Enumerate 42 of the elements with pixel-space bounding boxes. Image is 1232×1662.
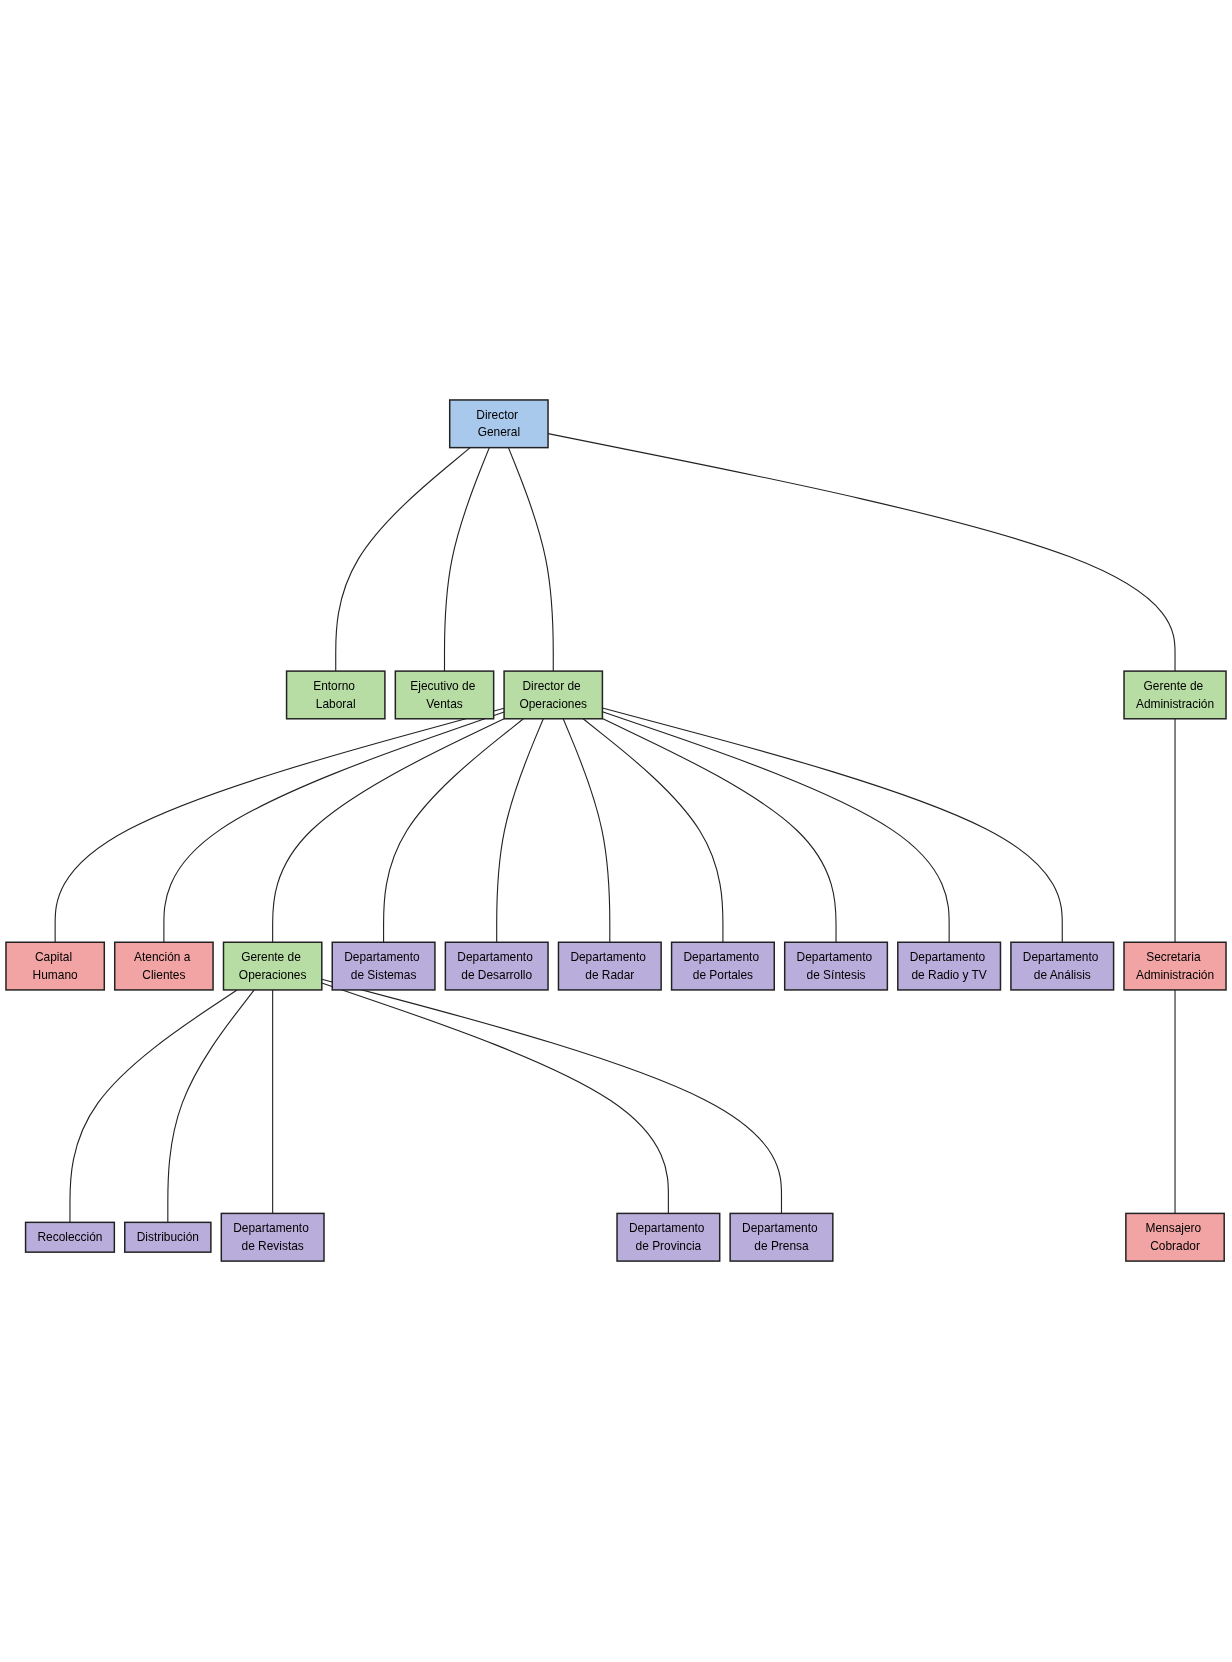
node-box: Director General bbox=[448, 399, 549, 449]
node-box: Distribución bbox=[124, 1222, 212, 1254]
node-box: Departamento de Sistemas bbox=[331, 942, 436, 992]
node-box: Capital Humano bbox=[5, 942, 106, 992]
connector bbox=[383, 718, 524, 944]
node-box: Director de Operaciones bbox=[503, 670, 604, 720]
connector bbox=[69, 989, 238, 1224]
node-box: Departamento de Síntesis bbox=[783, 942, 889, 992]
connector bbox=[562, 718, 611, 944]
connector bbox=[1174, 989, 1176, 1215]
node-box: Gerente de Operaciones bbox=[222, 942, 323, 992]
connector bbox=[601, 711, 950, 944]
node-box: Secretaria Administración bbox=[1123, 942, 1227, 992]
node-box: Departamento de Revistas bbox=[220, 1213, 325, 1263]
node-box: Gerente de Administración bbox=[1123, 670, 1227, 720]
connector bbox=[601, 707, 1063, 944]
connector bbox=[1174, 718, 1176, 944]
connector bbox=[496, 718, 544, 944]
node-box: Recolección bbox=[24, 1222, 116, 1254]
connector bbox=[272, 989, 274, 1215]
connector bbox=[321, 982, 669, 1215]
node-box: Departamento de Radio y TV bbox=[897, 942, 1002, 992]
node-box: Mensajero Cobrador bbox=[1125, 1213, 1225, 1263]
node-box: Departamento de Prensa bbox=[729, 1213, 834, 1263]
connector bbox=[54, 708, 505, 944]
connector bbox=[321, 979, 783, 1215]
connector bbox=[601, 718, 837, 944]
node-box: Departamento de Portales bbox=[670, 942, 775, 992]
node-box: Entorno Laboral bbox=[285, 670, 386, 720]
node-box: Departamento de Análisis bbox=[1010, 942, 1115, 992]
connector bbox=[167, 989, 255, 1224]
connector bbox=[272, 718, 505, 944]
node-box: Departamento de Radar bbox=[557, 942, 662, 992]
connector bbox=[443, 447, 490, 673]
node-box: Atención a Clientes bbox=[114, 942, 214, 992]
connector bbox=[335, 447, 471, 673]
node-box: Departamento de Desarrollo bbox=[444, 942, 549, 992]
connector bbox=[163, 712, 505, 944]
connector bbox=[507, 447, 554, 673]
connector bbox=[582, 718, 724, 944]
node-box: Ejecutivo de Ventas bbox=[394, 670, 495, 720]
node-box: Departamento de Provincia bbox=[616, 1213, 721, 1263]
